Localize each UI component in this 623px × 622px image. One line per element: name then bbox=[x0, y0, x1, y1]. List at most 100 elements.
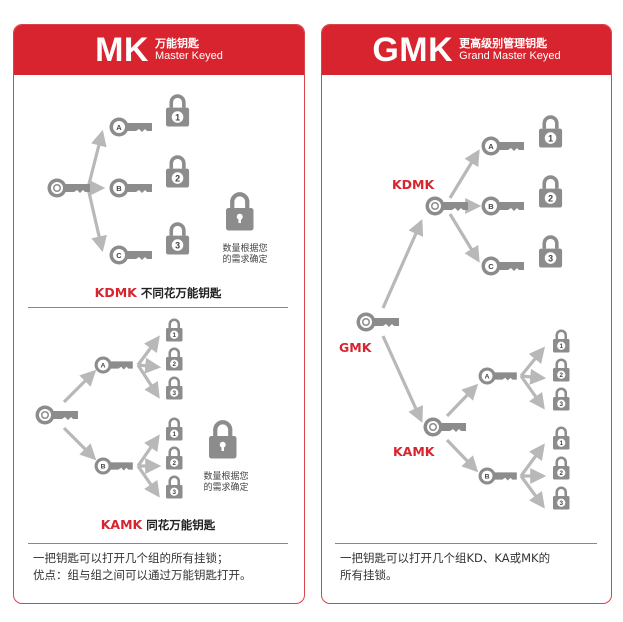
arrows bbox=[62, 129, 547, 509]
gmk-kd-lock-2: 2 bbox=[539, 175, 563, 208]
kdmk-extra-lock bbox=[226, 192, 254, 231]
mk-title-en: Master Keyed bbox=[155, 50, 223, 62]
lock-label: 3 bbox=[559, 500, 563, 507]
gmk-kdmk-arrow bbox=[448, 213, 480, 263]
lock-label: 1 bbox=[172, 332, 176, 339]
kamk-lock-b1: 1 bbox=[166, 417, 183, 441]
gmk-desc-line1: 一把钥匙可以打开几个组KD、KA或MK的 bbox=[340, 551, 551, 565]
mk-panel: MK 万能钥匙 Master Keyed bbox=[13, 24, 305, 604]
kamk-arrow bbox=[136, 434, 160, 467]
lock-label: 2 bbox=[559, 470, 563, 477]
lock-label: 3 bbox=[175, 240, 180, 250]
kdmk-arrow bbox=[86, 187, 107, 253]
kamk-note-line1: 数量根据您 bbox=[203, 470, 248, 482]
kdmk-note-line1: 数量根据您 bbox=[222, 242, 267, 254]
key-label: C bbox=[488, 262, 494, 271]
gmk-ka-lock-a1: 1 bbox=[553, 329, 570, 353]
key-label: B bbox=[101, 464, 106, 471]
lock-label: 2 bbox=[175, 173, 180, 183]
lock-label: 1 bbox=[559, 440, 563, 447]
kamk-arrow bbox=[62, 369, 97, 404]
gmk-title: GMK bbox=[372, 31, 454, 69]
kdmk-lock-1: 1 bbox=[166, 94, 190, 127]
mk-desc-line1: 一把钥匙可以打开几个组的所有挂锁； bbox=[33, 551, 229, 565]
lock-label: 1 bbox=[175, 112, 180, 122]
kamk-master-key bbox=[35, 405, 78, 425]
gmk-kamk-label: KAMK bbox=[393, 444, 436, 459]
gmk-kdmk-arrow bbox=[448, 149, 480, 199]
kamk-lock-a2: 2 bbox=[166, 347, 183, 371]
lock-label: 2 bbox=[172, 460, 176, 467]
gmk-kd-key-b: B bbox=[481, 196, 524, 216]
lock-label: 1 bbox=[548, 133, 553, 143]
gmk-ka-key-a: A bbox=[478, 367, 517, 385]
kamk-arrow bbox=[62, 426, 97, 461]
mk-subtitle: 万能钥匙 Master Keyed bbox=[155, 36, 223, 62]
gmk-master-key bbox=[356, 312, 399, 332]
lock-label: 2 bbox=[548, 193, 553, 203]
kamk-extra-lock bbox=[209, 420, 237, 459]
gmk-kdmk-label: KDMK bbox=[392, 177, 436, 192]
kamk-lock-b3: 3 bbox=[166, 475, 183, 499]
gmk-kd-key-a: A bbox=[481, 136, 524, 156]
kamk-key-a: A bbox=[94, 356, 133, 374]
lock-label: 2 bbox=[172, 361, 176, 368]
key-label: C bbox=[116, 251, 122, 260]
mk-desc-line2: 优点：组与组之间可以通过万能钥匙打开。 bbox=[33, 568, 252, 582]
kdmk-caption: KDMK 不同花万能钥匙 bbox=[95, 285, 222, 300]
gmk-desc-line2: 所有挂锁。 bbox=[340, 568, 398, 582]
gmk-description: 一把钥匙可以打开几个组KD、KA或MK的 所有挂锁。 bbox=[340, 550, 605, 584]
mk-desc-divider bbox=[28, 543, 288, 544]
gmk-kamk-arrow bbox=[445, 383, 479, 418]
kamk-key-b: B bbox=[94, 457, 133, 475]
kdmk-key-b: B bbox=[109, 178, 152, 198]
kdmk-lock-2: 2 bbox=[166, 155, 190, 188]
key-label: B bbox=[488, 202, 494, 211]
mk-title: MK bbox=[95, 31, 149, 69]
lock-label: 3 bbox=[559, 401, 563, 408]
lock-label: 3 bbox=[172, 390, 176, 397]
kdmk-master-key bbox=[47, 178, 90, 198]
gmk-ka-key-b: B bbox=[478, 467, 517, 485]
lock-label: 1 bbox=[559, 343, 563, 350]
gmk-kd-lock-3: 3 bbox=[539, 235, 563, 268]
gmk-arrow bbox=[381, 219, 424, 309]
gmk-subtitle: 更高级别管理钥匙 Grand Master Keyed bbox=[459, 37, 561, 62]
gmk-label: GMK bbox=[339, 340, 373, 355]
gmk-ka-arrow bbox=[519, 375, 545, 410]
kamk-arrow bbox=[137, 357, 162, 374]
mk-title-cn: 万能钥匙 bbox=[155, 36, 199, 50]
kdmk-key-c: C bbox=[109, 245, 152, 265]
gmk-kd-lock-1: 1 bbox=[539, 115, 563, 148]
gmk-ka-arrow bbox=[519, 346, 546, 378]
kdmk-note-line2: 的需求确定 bbox=[222, 253, 267, 265]
gmk-ka-arrow bbox=[519, 443, 545, 477]
kamk-arrow bbox=[136, 364, 160, 399]
kamk-note-line2: 的需求确定 bbox=[203, 481, 248, 493]
gmk-ka-lock-b3: 3 bbox=[553, 486, 570, 510]
mk-header: MK 万能钥匙 Master Keyed bbox=[14, 25, 304, 75]
kamk-arrow bbox=[136, 335, 160, 366]
gmk-kd-key-c: C bbox=[481, 256, 524, 276]
kamk-caption: KAMK 同花万能钥匙 bbox=[101, 517, 216, 532]
key-label: B bbox=[485, 474, 490, 481]
lock-label: 2 bbox=[559, 372, 563, 379]
kamk-lock-b2: 2 bbox=[166, 446, 183, 470]
mk-description: 一把钥匙可以打开几个组的所有挂锁； 优点：组与组之间可以通过万能钥匙打开。 bbox=[33, 550, 298, 584]
gmk-ka-lock-b2: 2 bbox=[553, 456, 570, 480]
gmk-ka-lock-a2: 2 bbox=[553, 358, 570, 382]
key-label: B bbox=[116, 184, 122, 193]
lock-label: 1 bbox=[172, 431, 176, 438]
mk-divider bbox=[28, 307, 288, 308]
gmk-kamk-arrow bbox=[445, 438, 479, 473]
kdmk-lock-3: 3 bbox=[166, 222, 190, 255]
kdmk-key-a: A bbox=[109, 117, 152, 137]
kdmk-sub-master-key bbox=[425, 196, 468, 216]
gmk-ka-arrow bbox=[520, 368, 547, 385]
kamk-lock-a1: 1 bbox=[166, 318, 183, 342]
gmk-ka-lock-a3: 3 bbox=[553, 387, 570, 411]
lock-label: 3 bbox=[172, 489, 176, 496]
kamk-lock-a3: 3 bbox=[166, 376, 183, 400]
